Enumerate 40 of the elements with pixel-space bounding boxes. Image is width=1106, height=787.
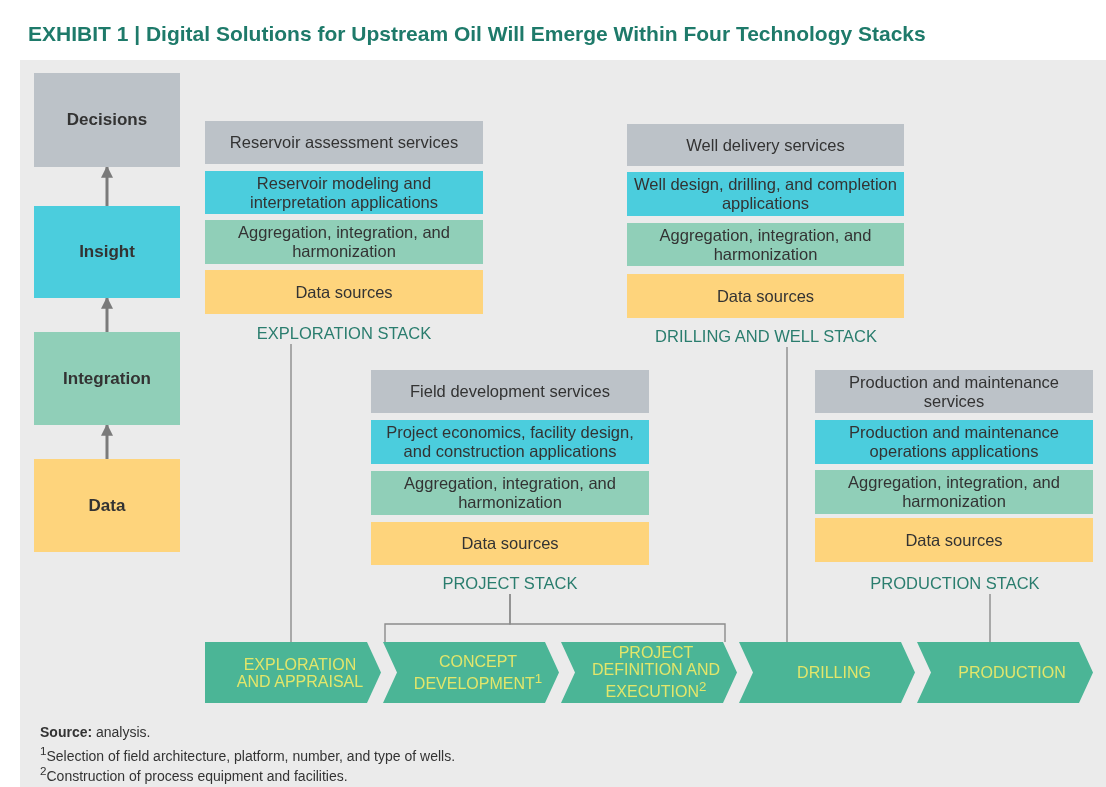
services-band: Well delivery services: [627, 124, 904, 166]
applications-band: Production and maintenance operations applications: [815, 420, 1093, 464]
services-band: Production and maintenance services: [815, 370, 1093, 413]
applications-band: Project economics, facility design, and construction applications: [371, 420, 649, 464]
data-sources-band: Data sources: [205, 270, 483, 314]
stack-label: DRILLING AND WELL STACK: [636, 325, 896, 347]
services-band: Reservoir assessment services: [205, 121, 483, 164]
aggregation-band: Aggregation, integration, and harmonization: [205, 220, 483, 264]
source-note: Source: analysis.: [40, 724, 151, 740]
layer-box: Integration: [34, 332, 180, 425]
data-sources-band: Data sources: [815, 518, 1093, 562]
process-stage-band: DRILLING: [739, 642, 915, 703]
arrow: [101, 296, 113, 332]
aggregation-band: Aggregation, integration, and harmonization: [627, 223, 904, 266]
aggregation-band: Aggregation, integration, and harmonization: [815, 470, 1093, 514]
aggregation-band: Aggregation, integration, and harmonization: [371, 471, 649, 515]
process-stage-band: PROJECT DEFINITION AND EXECUTION$^{2}$: [561, 642, 737, 703]
stack-label: EXPLORATION STACK: [234, 322, 454, 344]
data-sources-band: Data sources: [627, 274, 904, 318]
connector-line: [290, 343, 292, 643]
connector-line: [509, 593, 726, 643]
footnote: $^{2}$Construction of process equipment and facilities.: [40, 764, 348, 784]
applications-band: Well design, drilling, and completion applications: [627, 172, 904, 216]
services-band: Field development services: [371, 370, 649, 413]
connector-line: [989, 593, 991, 643]
stack-label: PROJECT STACK: [430, 572, 590, 594]
layer-box: Data: [34, 459, 180, 552]
layer-box: Decisions: [34, 73, 180, 167]
process-stage-band: PRODUCTION: [917, 642, 1093, 703]
applications-band: Reservoir modeling and interpretation applications: [205, 171, 483, 214]
data-sources-band: Data sources: [371, 522, 649, 565]
arrow: [101, 165, 113, 206]
exhibit-title: EXHIBIT 1 | Digital Solutions for Upstream Oil Will Emerge Within Four Technology Stacks: [28, 22, 926, 46]
arrow: [101, 423, 113, 459]
process-stage-band: EXPLORATION AND APPRAISAL: [205, 642, 381, 703]
stack-label: PRODUCTION STACK: [855, 572, 1055, 594]
layer-box: Insight: [34, 206, 180, 298]
footnote: $^{1}$Selection of field architecture, platform, number, and type of wells.: [40, 744, 456, 764]
connector-line: [786, 346, 788, 643]
process-stage-band: CONCEPT DEVELOPMENT$^{1}$: [383, 642, 559, 703]
